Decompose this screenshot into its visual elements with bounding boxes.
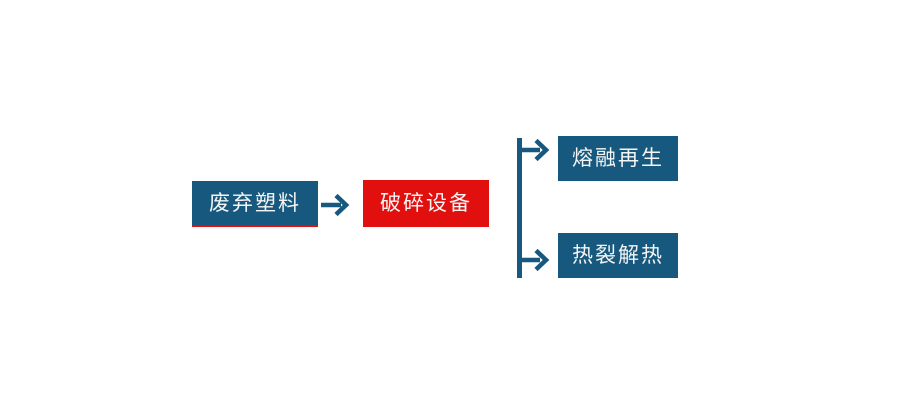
node-waste-plastic-label: 废弃塑料 xyxy=(209,191,301,215)
node-crushing-equipment: 破碎设备 xyxy=(363,180,489,227)
node-melt-regeneration: 熔融再生 xyxy=(558,136,678,181)
arrow-head xyxy=(334,193,350,217)
node-melt-regeneration-label: 熔融再生 xyxy=(572,147,664,170)
node-pyrolysis-heat: 热裂解热 xyxy=(558,233,678,278)
node-pyrolysis-heat-label: 热裂解热 xyxy=(572,244,664,267)
node-crushing-equipment-label: 破碎设备 xyxy=(380,192,472,215)
branch-bottom-arrow-head xyxy=(534,248,550,272)
node-waste-plastic: 废弃塑料 xyxy=(192,181,318,227)
arrow-right-icon xyxy=(321,193,350,217)
branch-connector xyxy=(517,138,550,278)
branch-top-arrow-head xyxy=(534,138,550,162)
